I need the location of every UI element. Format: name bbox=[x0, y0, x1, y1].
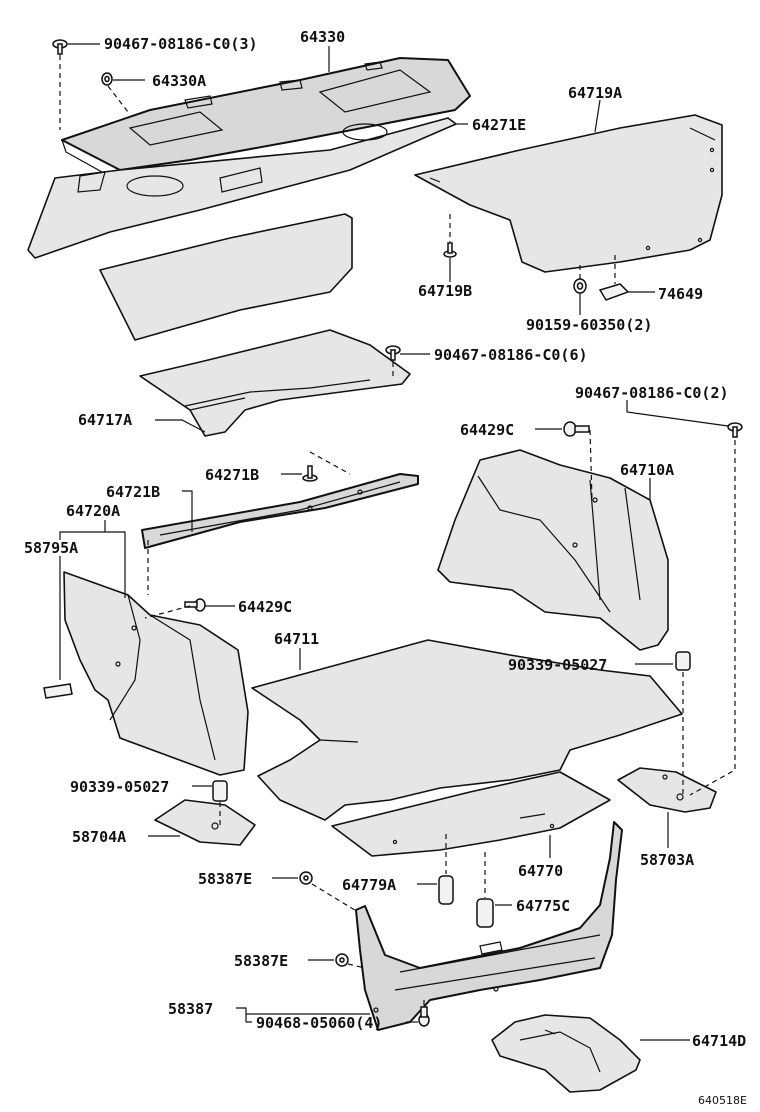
bolt-90159 bbox=[573, 278, 587, 294]
clip-90467-mid bbox=[385, 345, 401, 361]
label-90468: 90468-05060(4) bbox=[256, 1014, 382, 1032]
label-64719a: 64719A bbox=[568, 84, 622, 102]
screw-64429c-left bbox=[184, 598, 206, 612]
label-64711: 64711 bbox=[274, 630, 319, 648]
label-64429c-top: 64429C bbox=[460, 421, 514, 439]
spacer-58795a bbox=[43, 683, 73, 699]
stopper-90339-left bbox=[212, 780, 228, 802]
clip-58387e-top bbox=[299, 871, 313, 885]
clip-90467-right bbox=[727, 422, 743, 438]
stopper-64779a bbox=[438, 875, 454, 905]
floor-mat-64711 bbox=[251, 639, 683, 821]
label-58704a: 58704A bbox=[72, 828, 126, 846]
clip-90467-top bbox=[52, 39, 68, 55]
label-90339-right: 90339-05027 bbox=[508, 656, 607, 674]
tray-64714d bbox=[491, 1014, 641, 1093]
label-64775c: 64775C bbox=[516, 897, 570, 915]
bracket-74649 bbox=[598, 283, 630, 301]
stopper-64775c bbox=[476, 898, 494, 928]
package-tray-trim-64330 bbox=[61, 57, 471, 183]
label-58703a: 58703A bbox=[640, 851, 694, 869]
divider-panel-64717a bbox=[99, 213, 411, 437]
screw-90468 bbox=[418, 1006, 430, 1027]
label-90339-left: 90339-05027 bbox=[70, 778, 169, 796]
clip-58387e-bottom bbox=[335, 953, 349, 967]
label-64710a: 64710A bbox=[620, 461, 674, 479]
clip-64719b bbox=[443, 242, 457, 258]
label-64721b: 64721B bbox=[106, 483, 160, 501]
label-64717a: 64717A bbox=[78, 411, 132, 429]
tray-panel-64271e bbox=[27, 117, 457, 259]
scuff-plate-58387 bbox=[355, 821, 623, 1031]
label-64271b: 64271B bbox=[205, 466, 259, 484]
label-90467-right: 90467-08186-C0(2) bbox=[575, 384, 729, 402]
label-64779a: 64779A bbox=[342, 876, 396, 894]
right-trim-64710a bbox=[437, 449, 669, 651]
label-64720a: 64720A bbox=[66, 502, 120, 520]
side-trim-64719a bbox=[414, 114, 723, 273]
label-58387e-bottom: 58387E bbox=[234, 952, 288, 970]
label-64330: 64330 bbox=[300, 28, 345, 46]
label-64330a: 64330A bbox=[152, 72, 206, 90]
pad-58703a bbox=[617, 767, 717, 813]
label-64429c-left: 64429C bbox=[238, 598, 292, 616]
screw-64429c-top bbox=[563, 421, 590, 437]
sill-plate-64721b bbox=[141, 473, 419, 549]
clip-hardware-set bbox=[43, 39, 743, 1027]
label-64271e: 64271E bbox=[472, 116, 526, 134]
label-64714d: 64714D bbox=[692, 1032, 746, 1050]
part-labels: 90467-08186-C0(3) 64330 64330A 64271E 64… bbox=[24, 28, 747, 1107]
left-trim-64720a bbox=[63, 571, 249, 776]
label-90467-mid: 90467-08186-C0(6) bbox=[434, 346, 588, 364]
pad-58704a bbox=[154, 799, 256, 846]
clip-64330a bbox=[101, 72, 113, 86]
label-64770: 64770 bbox=[518, 862, 563, 880]
label-90159: 90159-60350(2) bbox=[526, 316, 652, 334]
label-90467-top: 90467-08186-C0(3) bbox=[104, 35, 258, 53]
leader-lines bbox=[59, 43, 729, 1041]
floor-board-64770 bbox=[331, 771, 611, 857]
stopper-90339-right bbox=[675, 651, 691, 671]
label-58387: 58387 bbox=[168, 1000, 213, 1018]
assembly-dash-lines bbox=[59, 55, 736, 1006]
clip-64271b bbox=[302, 465, 318, 482]
label-64719b: 64719B bbox=[418, 282, 472, 300]
figure-code: 640518E bbox=[698, 1094, 747, 1107]
label-74649: 74649 bbox=[658, 285, 703, 303]
label-58387e-top: 58387E bbox=[198, 870, 252, 888]
label-58795a: 58795A bbox=[24, 539, 78, 557]
